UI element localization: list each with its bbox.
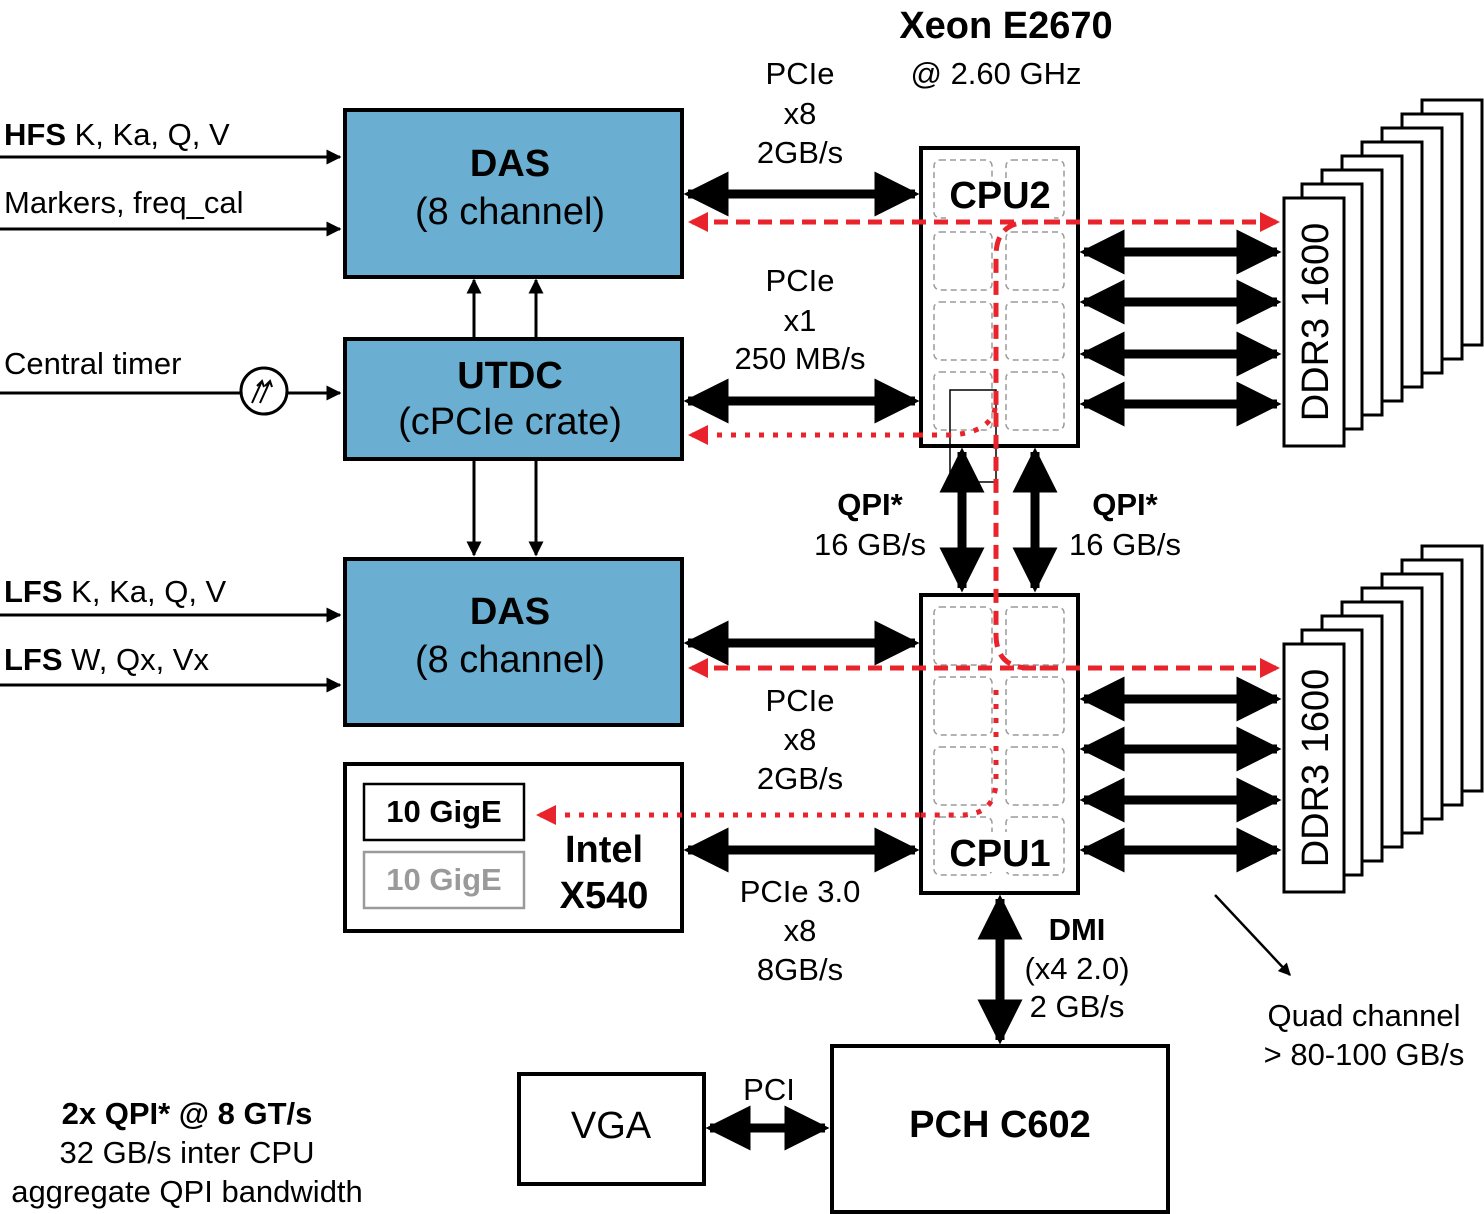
qpi-left-line1: QPI* [837, 487, 903, 522]
pch-block: PCH C602 [830, 1044, 1170, 1214]
cpu1-block: CPU1 [919, 593, 1080, 895]
utdc-subtitle: (cPCIe crate) [398, 401, 622, 443]
cpu2-block: CPU2 [919, 146, 1080, 483]
nic-port-1-label: 10 GigE [386, 794, 501, 829]
pcie-utdc-line1: PCIe [766, 263, 835, 298]
qpi-right-line2: 16 GB/s [1069, 527, 1181, 562]
utdc-block: UTDC (cPCIe crate) [343, 337, 684, 461]
nic-port-1 [362, 782, 526, 842]
nic-block: 10 GigE 10 GigE Intel X540 [343, 762, 684, 933]
ddr-bottom-front-module [1282, 642, 1346, 894]
lfs1-input-label: LFS K, Ka, Q, V [4, 574, 227, 609]
qpi-right-line1: QPI* [1092, 487, 1158, 522]
das-top-block: DAS (8 channel) [343, 108, 684, 279]
dmi-line3: 2 GB/s [1030, 989, 1125, 1024]
vga-label: VGA [571, 1105, 652, 1147]
hfs-label-bands: K, Ka, Q, V [66, 117, 230, 152]
pcie-nic-line1: PCIe 3.0 [740, 874, 861, 909]
ddr-bottom-label: DDR3 1600 [1295, 669, 1337, 868]
central-timer-label: Central timer [4, 346, 181, 381]
pcie-das-bot-line3: 2GB/s [757, 761, 843, 796]
pcie-nic-line2: x8 [784, 913, 817, 948]
memory-note-pointer [1214, 894, 1291, 976]
pci-label: PCI [743, 1072, 795, 1107]
hfs-input-label: HFS K, Ka, Q, V [4, 117, 230, 152]
das-top-title: DAS [470, 143, 550, 185]
input-signals: HFS K, Ka, Q, V Markers, freq_cal Centra… [0, 117, 342, 693]
das-bottom-block: DAS (8 channel) [343, 557, 684, 727]
lfs2-label-bands: W, Qx, Vx [63, 642, 210, 677]
ddr-top-front-module [1282, 196, 1346, 448]
lfs1-label-bands: K, Ka, Q, V [63, 574, 227, 609]
data-flow-paths [536, 212, 1280, 825]
lfs1-label-bold: LFS [4, 574, 63, 609]
ddr-stack-bottom: DDR3 1600 [1282, 544, 1484, 894]
pch-label: PCH C602 [909, 1104, 1091, 1146]
qpi-left-line2: 16 GB/s [814, 527, 926, 562]
nic-port-2-label: 10 GigE [386, 862, 501, 897]
hfs-label-bold: HFS [4, 117, 66, 152]
pcie-top-line1: PCIe [766, 56, 835, 91]
pcie-top-line3: 2GB/s [757, 135, 843, 170]
pcie-nic-line3: 8GB/s [757, 952, 843, 987]
pcie-utdc-line3: 250 MB/s [735, 341, 866, 376]
bus-links [683, 171, 1282, 1151]
cpu1-label: CPU1 [949, 833, 1050, 875]
cpu2-label: CPU2 [949, 175, 1050, 217]
qpi-note-line1: 2x QPI* @ 8 GT/s [62, 1096, 313, 1131]
utdc-title: UTDC [457, 355, 563, 397]
dmi-line2: (x4 2.0) [1024, 951, 1129, 986]
qpi-note-line2: 32 GB/s inter CPU [60, 1135, 315, 1170]
vga-block: VGA [517, 1072, 706, 1186]
markers-input-label: Markers, freq_cal [4, 185, 243, 220]
diagram-subtitle: @ 2.60 GHz [910, 56, 1081, 91]
diagram-title: Xeon E2670 [899, 5, 1112, 47]
memory-note-line2: > 80-100 GB/s [1264, 1037, 1465, 1072]
das-bottom-subtitle: (8 channel) [415, 639, 605, 681]
das-bottom-title: DAS [470, 591, 550, 633]
lfs2-label-bold: LFS [4, 642, 63, 677]
pcie-top-line2: x8 [784, 96, 817, 131]
lfs2-input-label: LFS W, Qx, Vx [4, 642, 209, 677]
clock-icon [239, 366, 289, 416]
pcie-das-bot-line1: PCIe [766, 683, 835, 718]
ddr-top-label: DDR3 1600 [1295, 223, 1337, 422]
das-top-subtitle: (8 channel) [415, 191, 605, 233]
nic-name-line2: X540 [560, 875, 649, 917]
pcie-das-bot-line2: x8 [784, 722, 817, 757]
nic-name-line1: Intel [565, 829, 643, 871]
nic-port-2 [362, 850, 526, 910]
ddr-stack-top: DDR3 1600 [1282, 98, 1484, 448]
pcie-utdc-line2: x1 [784, 303, 817, 338]
link-labels: PCIe x8 2GB/s PCIe x1 250 MB/s PCIe x8 2… [735, 56, 1181, 1107]
dmi-line1: DMI [1049, 912, 1106, 947]
cross-cpu-path [993, 219, 1060, 671]
qpi-note-line3: aggregate QPI bandwidth [11, 1174, 363, 1209]
memory-note-line1: Quad channel [1267, 998, 1460, 1033]
